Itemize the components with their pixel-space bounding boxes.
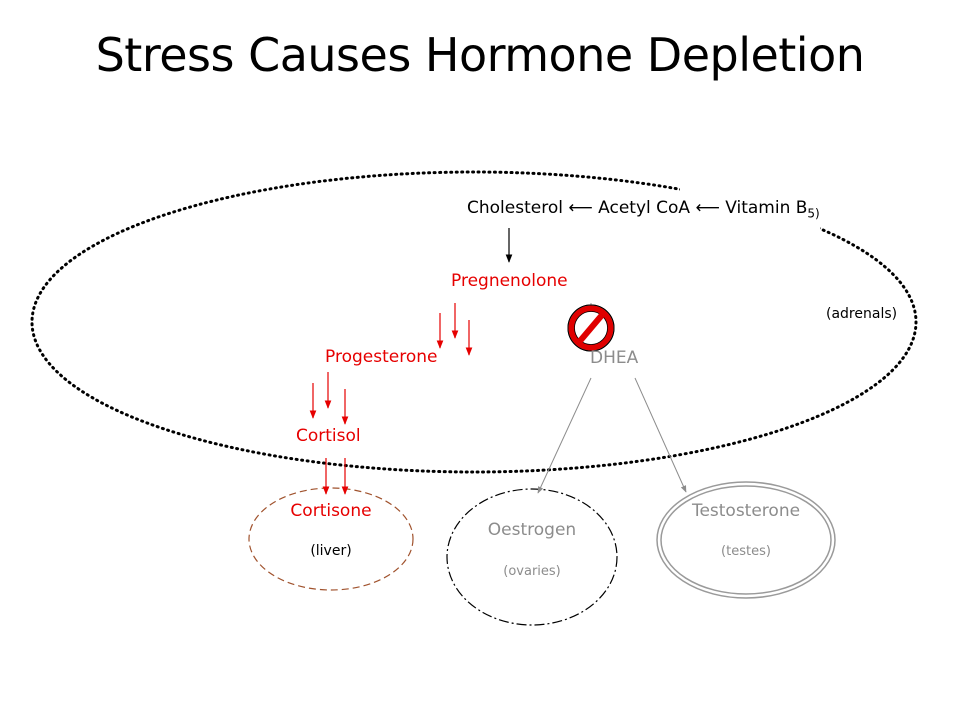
liver-label: (liver) [310,543,352,559]
ovaries-label: (ovaries) [503,564,561,579]
cortisone-label: Cortisone [290,501,372,521]
arrow-dhea-oestrogen [537,377,592,494]
cortisol-label: Cortisol [296,426,361,446]
left-arrow-icon: ⟵ [568,198,593,218]
testes-boundary-outer [656,481,836,599]
adrenals-label: (adrenals) [826,306,898,322]
prohibition-icon [567,304,615,352]
cholesterol-label: Cholesterol [467,198,563,218]
pregnenolone-label: Pregnenolone [451,271,568,291]
acetyl-coa-label: Acetyl CoA [598,198,691,218]
left-arrow-icon: ⟵ [695,198,720,218]
ovaries-boundary [446,488,618,626]
progesterone-label: Progesterone [325,347,438,367]
liver-boundary [248,487,414,591]
oestrogen-label: Oestrogen [487,520,577,540]
vitamin-b5-label: Vitamin B5) [725,198,820,221]
arrow-dhea-testosterone [634,377,687,493]
adrenal-boundary [30,170,918,474]
dhea-label: DHEA [590,348,639,368]
testes-boundary-inner [660,485,832,595]
cholesterol-pathway: Cholesterol ⟵ Acetyl CoA ⟵ Vitamin B5) [467,198,820,220]
testes-label: (testes) [721,544,771,559]
testosterone-label: Testosterone [691,501,801,521]
page-title: Stress Causes Hormone Depletion [95,28,865,82]
